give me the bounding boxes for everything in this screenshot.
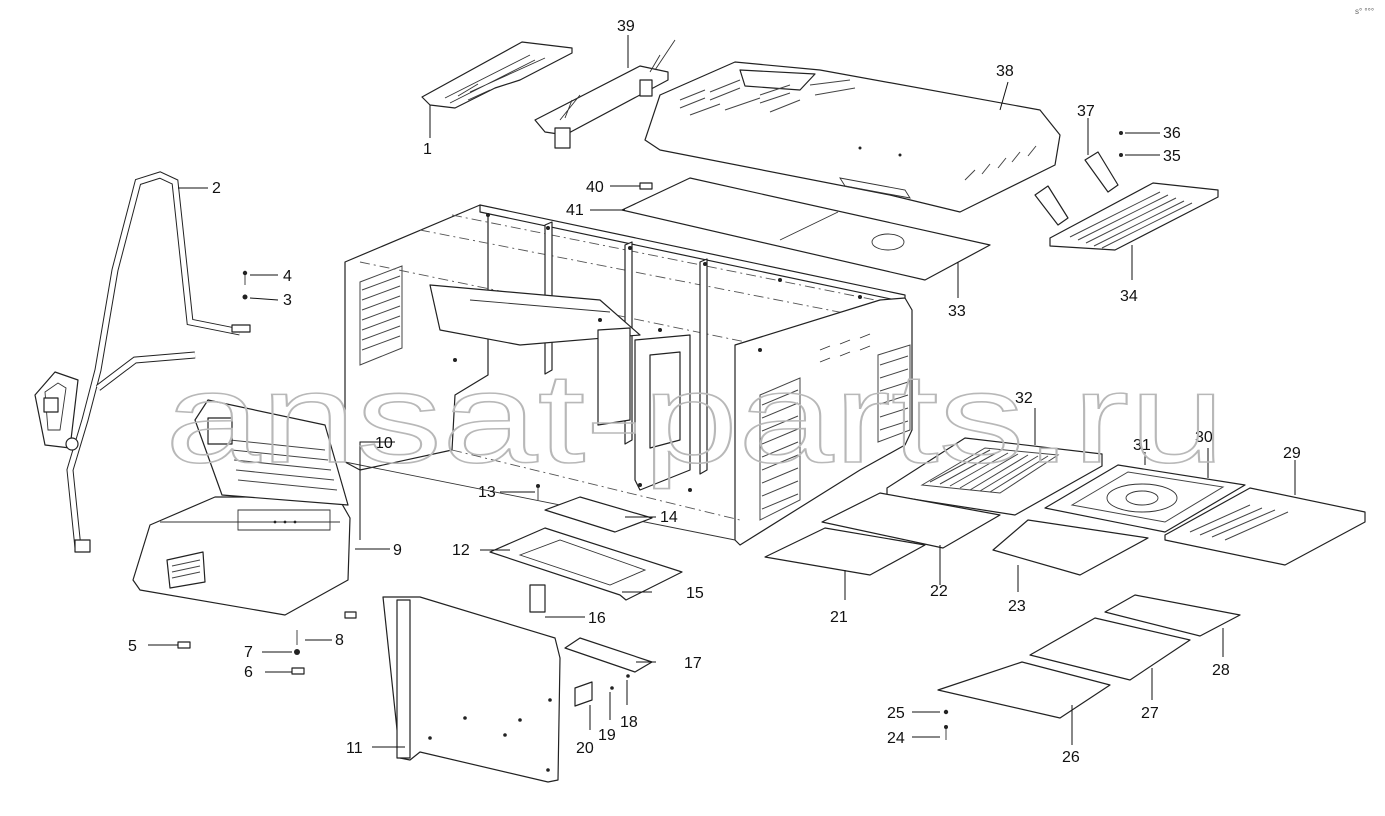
part-5-8-fasteners [177, 611, 357, 675]
part-1-top-bracket [421, 41, 573, 109]
callout-14: 14 [660, 509, 678, 526]
callout-5: 5 [128, 638, 137, 655]
callout-20: 20 [576, 740, 594, 757]
part-33-top-cover-plate [621, 177, 991, 281]
callout-17: 17 [684, 655, 702, 672]
callout-19: 19 [598, 727, 616, 744]
main-frame [344, 204, 913, 546]
callout-16: 16 [588, 610, 606, 627]
callout-9: 9 [393, 542, 402, 559]
part-24-25-fasteners [943, 709, 949, 740]
callout-39: 39 [617, 18, 635, 35]
part-40-nut [639, 182, 653, 190]
callout-23: 23 [1008, 598, 1026, 615]
part-29-floor-panel [1164, 487, 1366, 566]
part-39-bracket-rail [534, 39, 676, 149]
part-12-15-floor-bracket [489, 527, 683, 613]
callout-6: 6 [244, 664, 253, 681]
callout-40: 40 [586, 179, 604, 196]
part-26-floor-panel [937, 661, 1111, 719]
callout-11: 11 [346, 740, 363, 757]
callout-12: 12 [452, 542, 470, 559]
part-22-floor-panel [821, 492, 1001, 549]
part-13-bolt [536, 484, 540, 500]
callout-29: 29 [1283, 445, 1301, 462]
part-34-grille-panel [1049, 182, 1219, 251]
callout-8: 8 [335, 632, 344, 649]
callout-25: 25 [887, 705, 905, 722]
part-23-floor-panel [992, 519, 1149, 576]
callout-13: 13 [478, 484, 496, 501]
callout-35: 35 [1163, 148, 1181, 165]
part-28-floor-panel [1104, 594, 1241, 637]
callout-18: 18 [620, 714, 638, 731]
callout-7: 7 [244, 644, 253, 661]
part-mirror [34, 371, 79, 451]
callout-33: 33 [948, 303, 966, 320]
part-30-31-fan-panel [1044, 464, 1246, 533]
callout-36: 36 [1163, 125, 1181, 142]
callout-34: 34 [1120, 288, 1138, 305]
callout-26: 26 [1062, 749, 1080, 766]
part-17-strip [564, 637, 653, 673]
callout-28: 28 [1212, 662, 1230, 679]
part-21-floor-panel [764, 527, 926, 576]
part-18-20-hardware [574, 674, 630, 707]
part-27-floor-panel [1029, 617, 1191, 681]
part-38-hood-cover [644, 61, 1061, 213]
callout-41: 41 [566, 202, 584, 219]
callout-3: 3 [283, 292, 292, 309]
part-35-36-fasteners [1119, 131, 1123, 157]
callout-1: 1 [423, 141, 432, 158]
callout-38: 38 [996, 63, 1014, 80]
part-3-4-bolts [242, 270, 248, 300]
callout-21: 21 [830, 609, 848, 626]
callout-2: 2 [212, 180, 221, 197]
watermark-text: ansat-parts.ru [165, 347, 1225, 490]
part-37-hinges [1034, 151, 1119, 226]
callout-31: 31 [1133, 437, 1151, 454]
corner-mark: s° °°° [1355, 7, 1374, 16]
part-9-10-storage-box [132, 399, 351, 616]
callout-4: 4 [283, 268, 292, 285]
callout-32: 32 [1015, 390, 1033, 407]
callout-30: 30 [1195, 429, 1213, 446]
part-14-small-plate [544, 496, 653, 533]
callout-10: 10 [375, 435, 393, 452]
callout-15: 15 [686, 585, 704, 602]
callout-22: 22 [930, 583, 948, 600]
callout-numbers: 1 2 3 4 5 6 7 8 9 10 11 12 13 14 15 16 1… [128, 18, 1301, 766]
leader-lines [148, 35, 1296, 748]
callout-24: 24 [887, 730, 905, 747]
part-11-side-panel [382, 596, 561, 783]
callout-27: 27 [1141, 705, 1159, 722]
callout-37: 37 [1077, 103, 1095, 120]
